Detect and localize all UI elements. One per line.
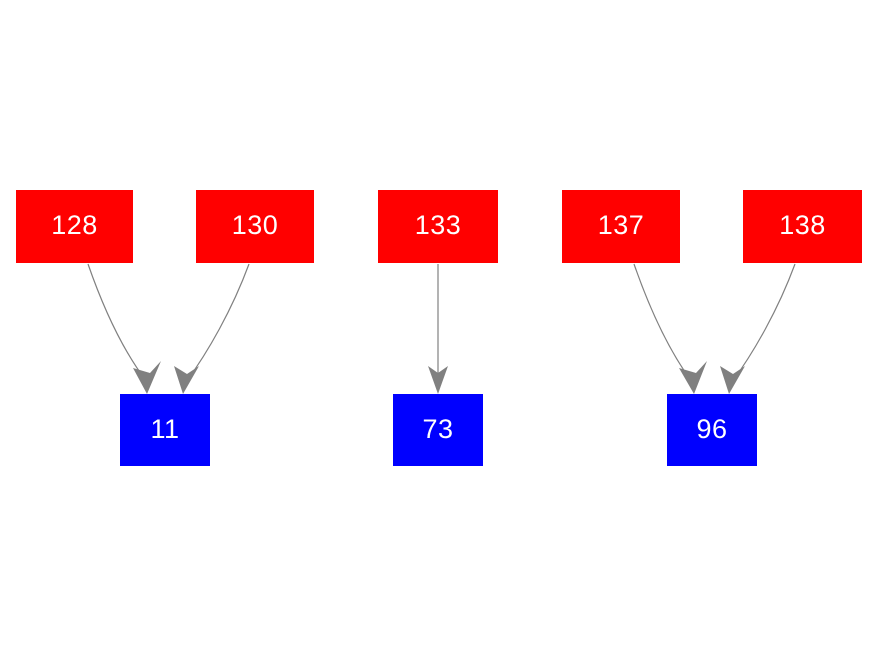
arrowhead-icon (133, 361, 161, 394)
node-133[interactable]: 133 (378, 190, 498, 263)
node-73[interactable]: 73 (393, 394, 483, 466)
node-label: 11 (150, 413, 180, 444)
edge-line (731, 263, 796, 383)
node-130[interactable]: 130 (196, 190, 314, 263)
node-138[interactable]: 138 (743, 190, 862, 263)
edge-133-to-73 (428, 263, 448, 394)
node-96[interactable]: 96 (667, 394, 757, 466)
node-137[interactable]: 137 (562, 190, 680, 263)
edge-line (87, 263, 148, 383)
edge-130-to-11 (174, 263, 250, 394)
node-label: 130 (231, 210, 279, 240)
edge-138-to-96 (720, 263, 796, 394)
edge-137-to-96 (633, 263, 707, 394)
edge-line (633, 263, 693, 383)
node-label: 128 (51, 210, 98, 240)
node-label: 133 (414, 210, 462, 240)
edge-line (185, 263, 250, 383)
node-label: 96 (696, 413, 728, 444)
node-label: 73 (422, 413, 454, 444)
edge-128-to-11 (87, 263, 161, 394)
node-128[interactable]: 128 (16, 190, 133, 263)
arrowhead-icon (174, 366, 199, 394)
node-label: 138 (779, 210, 826, 240)
arrowhead-icon (720, 366, 745, 394)
node-11[interactable]: 11 (120, 394, 210, 466)
arrowhead-icon (679, 361, 707, 394)
node-label: 137 (597, 210, 645, 240)
arrowhead-icon (428, 366, 448, 394)
